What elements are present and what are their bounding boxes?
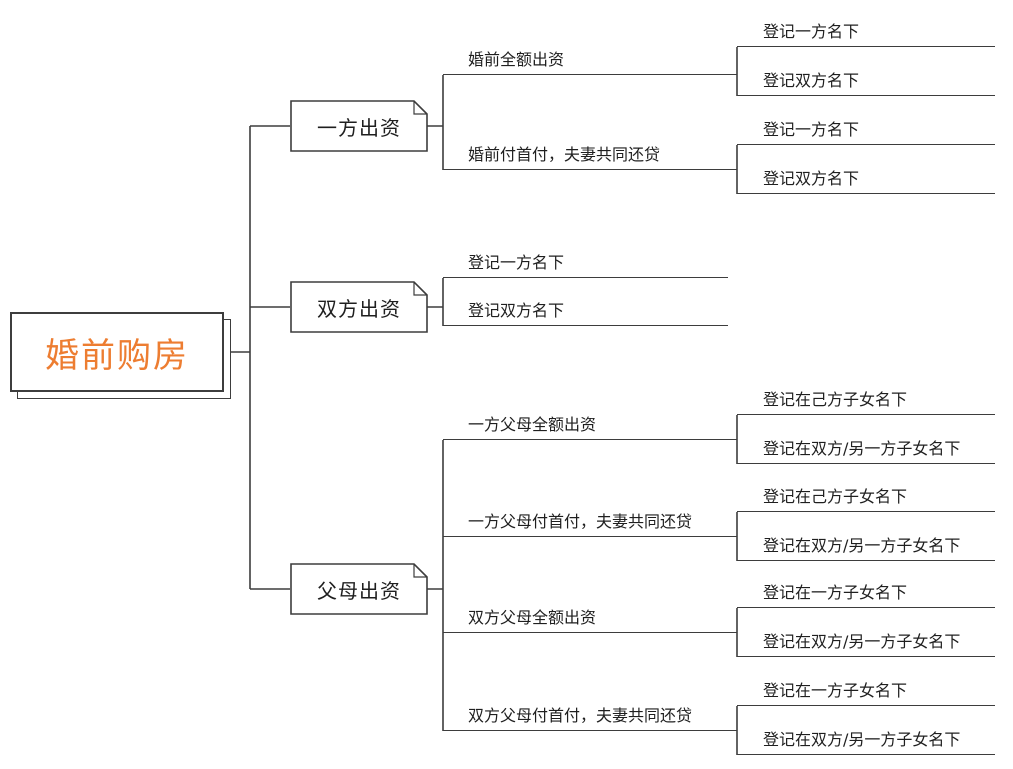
leaf-node[interactable]: 登记在己方子女名下 bbox=[737, 388, 995, 415]
leaf-node[interactable]: 登记在双方/另一方子女名下 bbox=[737, 728, 995, 755]
leaf-node[interactable]: 登记在一方子女名下 bbox=[737, 679, 995, 706]
root-node[interactable]: 婚前购房 bbox=[10, 312, 224, 392]
leaf-node[interactable]: 登记在双方/另一方子女名下 bbox=[737, 534, 995, 561]
leaf-node[interactable]: 登记在己方子女名下 bbox=[737, 485, 995, 512]
folded-corner-shape bbox=[290, 281, 428, 333]
sub-branch-node[interactable]: 婚前付首付，夫妻共同还贷 bbox=[443, 143, 737, 170]
branch-node-label: 双方出资 bbox=[317, 296, 401, 321]
leaf-node[interactable]: 登记一方名下 bbox=[737, 20, 995, 47]
leaf-node[interactable]: 登记一方名下 bbox=[737, 118, 995, 145]
branch-node-label: 一方出资 bbox=[317, 115, 401, 140]
folded-corner-shape bbox=[290, 100, 428, 152]
sub-branch-node[interactable]: 双方父母付首付，夫妻共同还贷 bbox=[443, 704, 737, 731]
leaf-node[interactable]: 登记在一方子女名下 bbox=[737, 581, 995, 608]
leaf-node[interactable]: 登记双方名下 bbox=[737, 69, 995, 96]
sub-branch-node[interactable]: 双方父母全额出资 bbox=[443, 606, 737, 633]
branch-node-parents-funding[interactable]: 父母出资 bbox=[290, 563, 428, 615]
sub-branch-node[interactable]: 婚前全额出资 bbox=[443, 48, 737, 75]
branch-node-both-parties-funding[interactable]: 双方出资 bbox=[290, 281, 428, 333]
sub-branch-node[interactable]: 一方父母全额出资 bbox=[443, 413, 737, 440]
branch-node-one-party-funding[interactable]: 一方出资 bbox=[290, 100, 428, 152]
leaf-node[interactable]: 登记在双方/另一方子女名下 bbox=[737, 630, 995, 657]
sub-branch-node[interactable]: 一方父母付首付，夫妻共同还贷 bbox=[443, 510, 737, 537]
root-node-label: 婚前购房 bbox=[45, 335, 189, 376]
leaf-node[interactable]: 登记双方名下 bbox=[443, 299, 728, 326]
folded-corner-shape bbox=[290, 563, 428, 615]
branch-node-label: 父母出资 bbox=[317, 578, 401, 603]
leaf-node[interactable]: 登记在双方/另一方子女名下 bbox=[737, 437, 995, 464]
leaf-node[interactable]: 登记双方名下 bbox=[737, 167, 995, 194]
leaf-node[interactable]: 登记一方名下 bbox=[443, 251, 728, 278]
